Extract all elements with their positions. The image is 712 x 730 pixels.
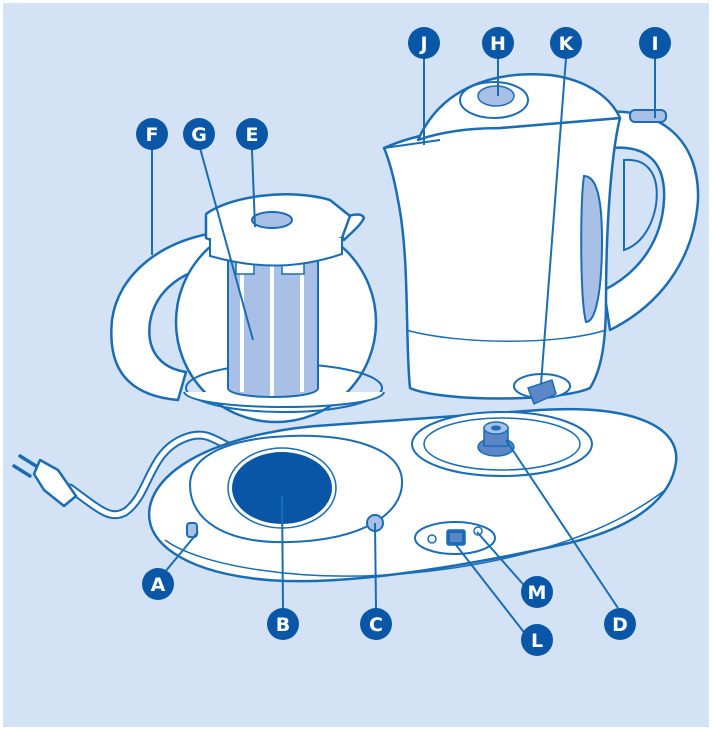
indicator-light-left [428, 535, 436, 543]
callout-h: H [482, 27, 514, 59]
svg-text:M: M [528, 582, 547, 604]
callout-k: K [550, 27, 582, 59]
callout-b: B [267, 608, 299, 640]
svg-text:G: G [191, 124, 207, 146]
kettle-on-off-switch[interactable] [630, 110, 666, 122]
svg-text:B: B [276, 614, 290, 636]
central-connector [478, 422, 514, 456]
callout-a: A [142, 568, 174, 600]
svg-text:H: H [490, 33, 506, 55]
svg-text:K: K [559, 33, 575, 55]
callout-f: F [136, 118, 168, 150]
svg-text:E: E [246, 124, 259, 146]
svg-text:C: C [369, 614, 383, 636]
callout-g: G [183, 118, 215, 150]
svg-text:J: J [418, 33, 427, 55]
tea-filter [228, 248, 318, 397]
svg-text:A: A [151, 574, 166, 596]
callout-i: I [639, 27, 671, 59]
callout-c: C [360, 608, 392, 640]
callout-m: M [521, 576, 553, 608]
svg-text:D: D [612, 614, 628, 636]
svg-text:L: L [531, 630, 543, 652]
callout-l: L [521, 624, 553, 656]
callout-d: D [604, 608, 636, 640]
callout-e: E [236, 118, 268, 150]
svg-text:I: I [651, 33, 658, 55]
svg-text:F: F [146, 124, 159, 146]
callout-j: J [408, 27, 440, 59]
lid-knob[interactable] [252, 212, 292, 228]
